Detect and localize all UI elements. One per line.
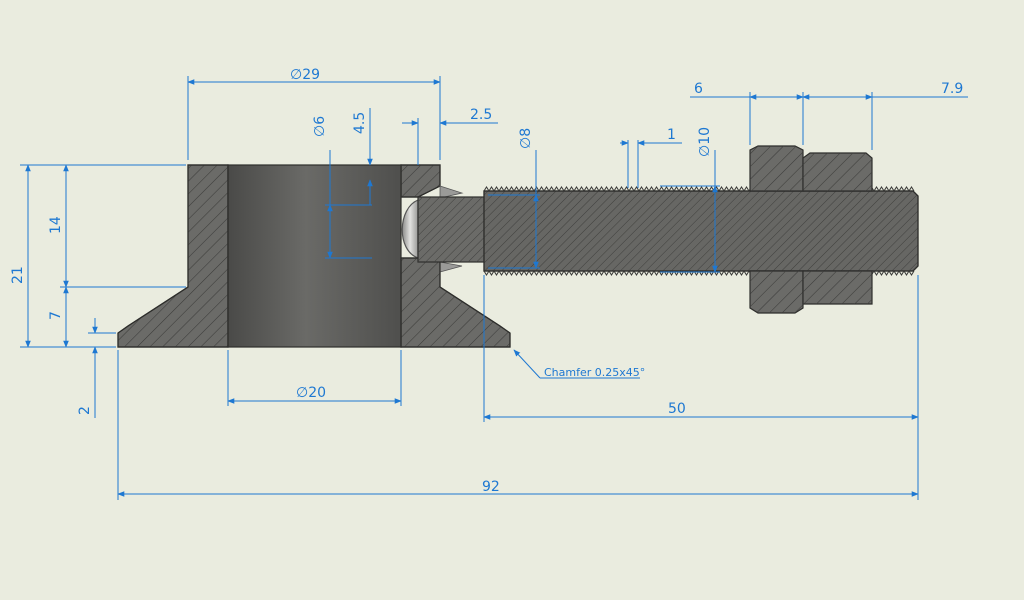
dimension-lines	[20, 76, 968, 500]
dim-dia-6: ∅6	[312, 116, 328, 137]
dim-len-4-5: 4.5	[352, 112, 368, 134]
threaded-rod	[417, 186, 919, 276]
dim-height-7: 7	[48, 311, 64, 320]
dim-len-92: 92	[482, 479, 500, 495]
dim-dia-8: ∅8	[518, 128, 534, 149]
dim-dia-29: ∅29	[290, 67, 320, 83]
bore-cylinder	[227, 164, 402, 348]
dim-height-14: 14	[48, 216, 64, 234]
dim-dia-10: ∅10	[697, 127, 713, 157]
ball-joint	[401, 199, 419, 259]
hex-nuts	[749, 145, 873, 314]
dim-len-2-5: 2.5	[470, 107, 492, 123]
dim-height-2: 2	[77, 406, 93, 415]
dim-nut-7-9: 7.9	[941, 81, 963, 97]
dim-len-50: 50	[668, 401, 686, 417]
dim-nut-6: 6	[694, 81, 703, 97]
foot-body	[117, 164, 511, 348]
dim-dia-20: ∅20	[296, 385, 326, 401]
diameter-symbol: ∅	[290, 67, 302, 83]
chamfer-note: Chamfer 0.25x45°	[544, 366, 645, 379]
dim-pitch-1: 1	[667, 127, 676, 143]
dim-height-21: 21	[10, 266, 26, 284]
